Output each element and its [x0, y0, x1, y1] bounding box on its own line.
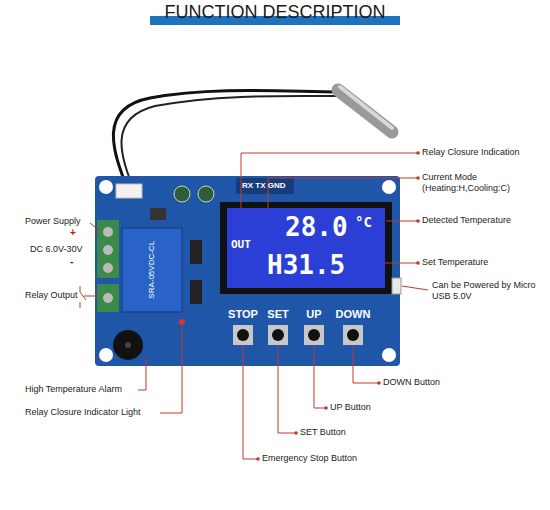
leader-line: [90, 223, 100, 231]
button-base: [343, 325, 363, 345]
leader-line: [278, 346, 296, 433]
leader-line: [386, 221, 418, 222]
sensor-cable: [121, 96, 336, 190]
leader-line: [243, 346, 258, 459]
sensor-connector: [116, 184, 142, 198]
callout-label: Power Supply: [25, 216, 81, 227]
usb-port: [392, 278, 401, 294]
leader-dot: [377, 381, 381, 385]
sensor-cable: [113, 91, 338, 191]
leader-dot: [256, 457, 260, 461]
display-reading: °C: [355, 214, 372, 231]
mount-hole: [99, 348, 113, 362]
callout-label: DOWN Button: [383, 377, 440, 388]
leader-dot: [416, 219, 420, 223]
display-reading: OUT: [231, 238, 251, 251]
diode: [190, 280, 202, 304]
button-base: [268, 325, 288, 345]
callout-label: Relay Output: [25, 290, 78, 301]
leader-line: [160, 327, 182, 413]
silkscreen-text: STOP: [228, 308, 258, 321]
callout-label: DC 6.0V-30V: [30, 244, 83, 255]
screw: [103, 227, 113, 237]
mount-hole: [382, 348, 396, 362]
pcb-board: [95, 176, 400, 366]
button-base: [233, 325, 253, 345]
diode: [190, 240, 202, 264]
callout-label: UP Button: [330, 402, 371, 413]
callout-label: Can be Powered by Micro USB 5.0V: [432, 280, 536, 302]
callout-label: Current Mode (Heating:H,Cooling:C): [422, 172, 534, 194]
probe: [338, 90, 392, 132]
button-base: [304, 325, 324, 345]
leader-line: [138, 359, 146, 390]
leader-dot: [324, 406, 328, 410]
callout-label: +: [70, 227, 76, 239]
probe-shine: [340, 87, 392, 128]
buzzer-hole: [125, 342, 131, 348]
header: [236, 178, 294, 194]
leader-line: [353, 346, 379, 383]
leader-line: [402, 286, 428, 290]
silkscreen-text: RX TX GND: [242, 181, 286, 191]
leader-line: [314, 346, 326, 408]
terminal-block: [97, 220, 119, 278]
display-reading: H31.5: [267, 250, 345, 281]
mount-hole: [99, 180, 113, 194]
leader-dot: [294, 431, 298, 435]
leader-dot: [416, 151, 420, 155]
screw: [103, 245, 113, 255]
buttons: [233, 325, 363, 345]
button-cap: [237, 329, 249, 341]
capacitor: [174, 186, 190, 202]
screw: [103, 293, 113, 303]
relay: [122, 228, 182, 312]
callout-label: -: [70, 256, 73, 268]
silkscreen-text: UP: [306, 308, 321, 321]
lcd-screen: OUT 28.0 °C H31.5: [227, 208, 385, 288]
silkscreen-text: SET: [267, 308, 288, 321]
buzzer: [113, 330, 143, 360]
screw: [103, 263, 113, 273]
chip: [150, 208, 166, 220]
silkscreen-text: DOWN: [336, 308, 371, 321]
callout-label: Detected Temperature: [422, 215, 511, 226]
callout-label: Relay Closure Indicator Light: [25, 407, 141, 418]
callout-label: Set Temperature: [422, 257, 488, 268]
indicator-led: [179, 319, 185, 325]
page-title: FUNCTION DESCRIPTION: [0, 2, 550, 24]
callout-label: SET Button: [300, 427, 346, 438]
callout-label: High Temperature Alarm: [25, 384, 122, 395]
mount-hole: [382, 180, 396, 194]
capacitor: [198, 186, 214, 202]
leader-dot: [416, 261, 420, 265]
display-reading: 28.0: [285, 212, 348, 243]
leader-dot: [416, 176, 420, 180]
button-cap: [272, 329, 284, 341]
callout-label: Emergency Stop Button: [262, 453, 357, 464]
switch-symbol: [80, 286, 86, 308]
button-cap: [347, 329, 359, 341]
leader-dots: [256, 151, 420, 461]
callout-label: Relay Closure Indication: [422, 147, 520, 158]
terminal-block: [97, 284, 119, 312]
silkscreen-text: SRA-05VDC-CL: [147, 241, 157, 299]
lcd-bezel: [220, 202, 392, 294]
button-cap: [308, 329, 320, 341]
leader-line: [84, 296, 98, 297]
leader-line: [268, 178, 418, 252]
